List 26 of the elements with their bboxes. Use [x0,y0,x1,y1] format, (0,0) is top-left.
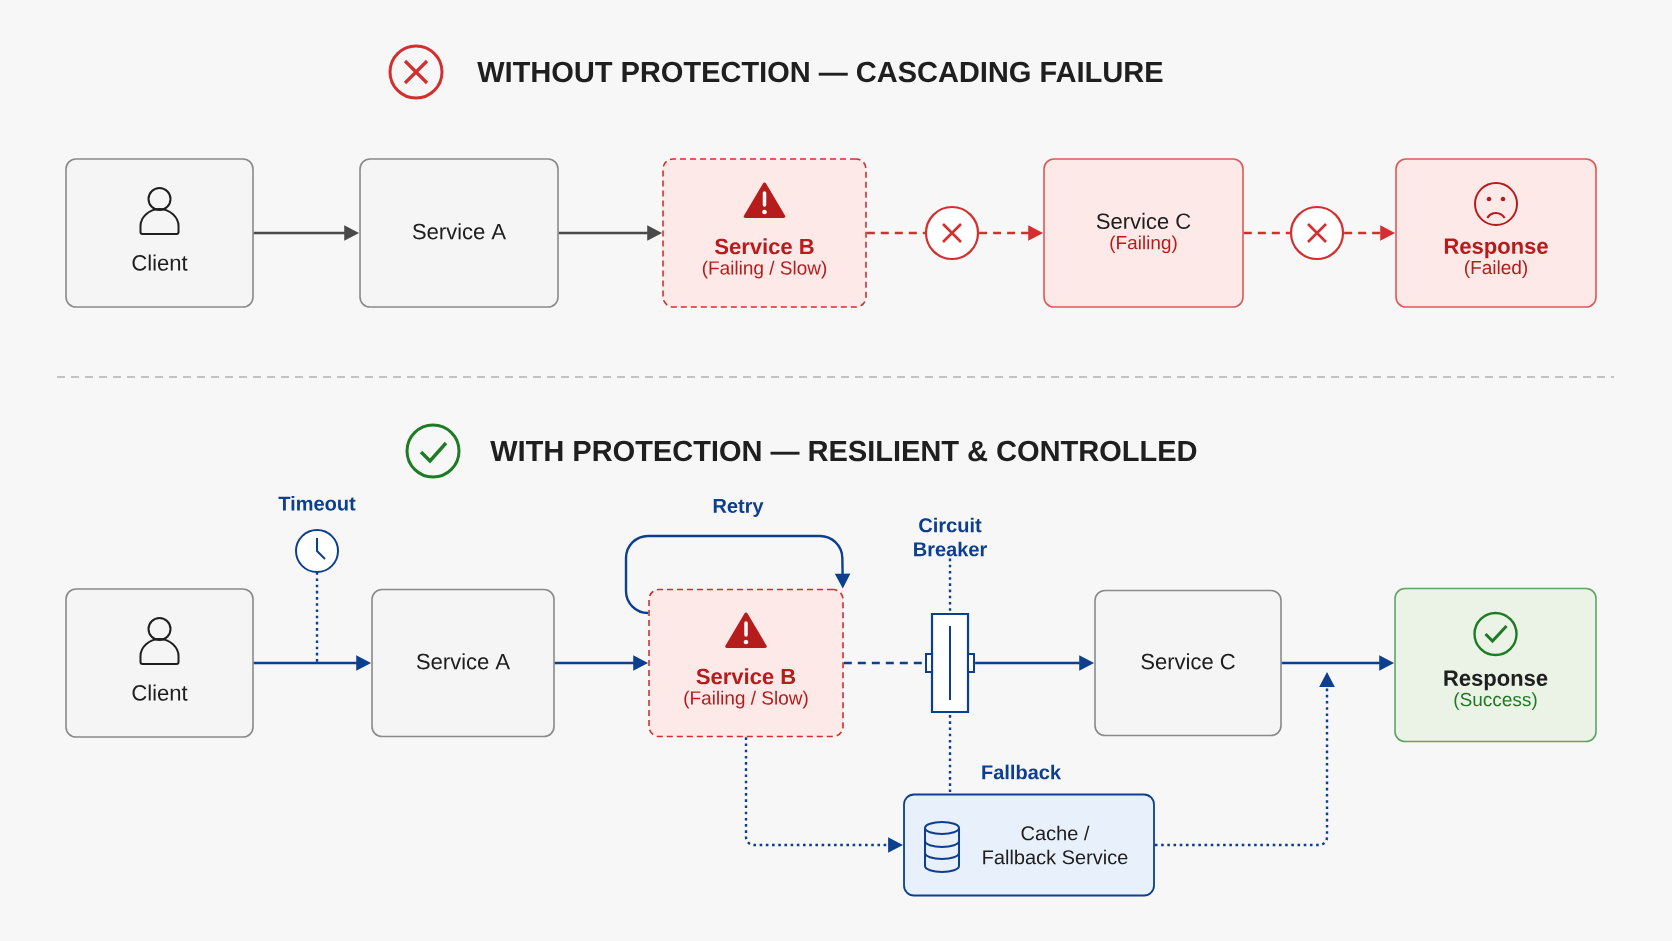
connector-line [315,572,319,662]
connector-line [948,558,952,611]
process-box: Service A [371,588,555,738]
connector-line [843,661,925,665]
annotation-label: Circuit Breaker [914,517,987,557]
process-box: Service A [359,158,559,308]
failed-box: Service C (Failing) [1043,158,1244,308]
process-box: Client [65,588,254,738]
section-heading: WITH PROTECTION — RESILIENT & CONTROLLED [490,440,1197,462]
connector-line [948,715,952,794]
fallback-service-box: Cache / Fallback Service [903,793,1155,897]
edge-label: Retry [710,497,766,519]
connector-line [866,231,925,235]
arrow [624,534,851,615]
failure-circle [924,205,980,261]
process-box: Service C [1094,589,1282,737]
process-box: Client [65,158,254,308]
failed-box: Response (Failed) [1395,158,1597,308]
circuit-breaker-symbol [925,612,975,714]
failing-service-box: Service B (Failing / Slow) [662,158,867,308]
success-box: Response (Success) [1394,587,1597,743]
failure-circle [1289,205,1345,261]
annotation-label: Timeout [278,495,356,511]
connector-line [1243,231,1290,235]
failing-service-box: Service B (Failing / Slow) [648,588,844,738]
section-heading: WITHOUT PROTECTION — CASCADING FAILURE [477,61,1163,83]
